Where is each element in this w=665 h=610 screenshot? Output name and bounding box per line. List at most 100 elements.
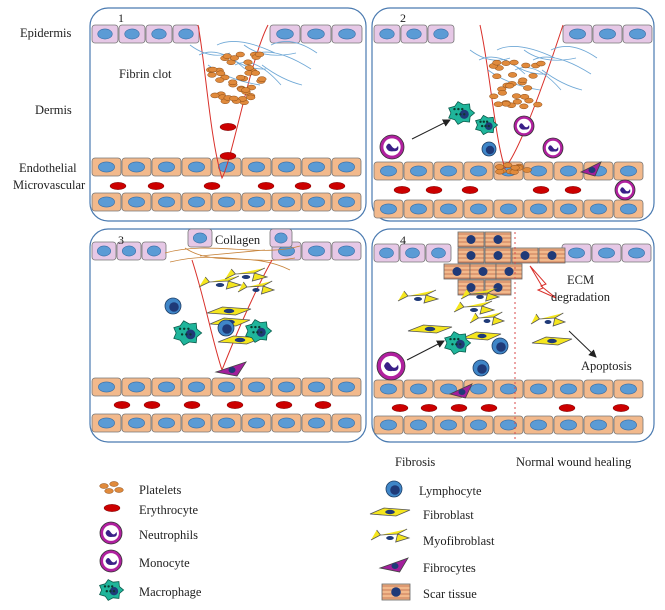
epidermis-cell [331,24,363,44]
myofibroblast [198,275,243,290]
lymphocyte [385,480,403,498]
platelet [495,164,505,170]
wound-edge [479,24,564,169]
platelet [229,95,239,102]
platelet [250,70,261,76]
epidermis-cell [591,243,622,263]
label-microvascular: Microvascular [13,178,86,192]
scar-tissue [469,263,497,280]
epidermis-cell [141,241,167,261]
endothelial-cell [271,413,302,433]
platelet [104,488,114,494]
lymphocyte [491,337,509,355]
epidermis-cell [301,241,332,261]
epidermis-cell [400,24,428,44]
panel-3-number: 3 [118,233,124,247]
legend-erythrocyte: Erythrocyte [139,503,199,517]
platelet [519,103,529,110]
endothelial-cell [91,157,122,177]
platelet [511,93,522,99]
platelet [244,65,254,71]
myofibroblast [453,300,496,315]
platelet [229,55,239,61]
panel-2-number: 2 [400,11,406,25]
epidermis-cell [399,243,426,263]
myofibroblast [224,267,269,282]
scar-tissue [538,247,566,264]
erythrocyte [113,401,131,409]
panel-4-frame [371,228,655,443]
label-dermis: Dermis [35,103,72,117]
platelet [503,162,513,168]
endothelial-cell [373,379,404,399]
epidermis-cell [91,24,119,44]
erythrocyte [103,504,121,512]
endothelial-cell [211,377,242,397]
endothelial-cell [433,161,464,181]
endothelial-cell [523,379,554,399]
epidermis-cell [269,228,293,248]
endothelial-cell [463,161,494,181]
degradation-bolt [529,265,557,299]
scar-tissue [457,231,485,248]
erythrocyte [183,401,201,409]
endothelial-cell [553,199,584,219]
platelet [255,51,265,58]
endothelial-cell [373,415,404,435]
platelet [533,101,543,108]
erythrocyte [219,123,237,131]
endothelial-cell [463,199,494,219]
endothelial-cell [493,199,524,219]
endothelial-cell [523,199,554,219]
platelet [510,164,520,171]
epidermis-cell [621,243,652,263]
scar-tissue [443,263,471,280]
endothelial-cell [271,377,302,397]
endothelial-cell [613,379,644,399]
epidermis-cell [187,228,213,248]
endothelial-cell [241,192,272,212]
erythrocyte [219,152,237,160]
platelet [528,73,538,79]
epidermis-cell [561,243,592,263]
erythrocyte [420,404,438,412]
platelet [493,101,503,107]
fibroblast [206,306,252,316]
fibrosis-label: Fibrosis [395,455,436,469]
endothelial-cell [121,377,152,397]
platelet [536,60,546,67]
myofibroblast [237,280,276,295]
endothelial-cell [301,413,332,433]
panel-2-frame [371,7,655,222]
endothelial-cell [553,415,584,435]
migration-arrow [406,340,445,361]
lymphocyte [481,141,497,157]
platelet [492,73,502,80]
platelet [210,92,220,99]
erythrocyte [275,401,293,409]
epidermis-cell [331,241,362,261]
panel-3-frame [89,228,367,443]
endothelial-cell [241,157,272,177]
platelet [501,101,511,107]
neutrophil [614,179,636,201]
legend-fibroblast: Fibroblast [423,508,474,522]
fibroblast [462,331,502,341]
endothelial-cell [523,415,554,435]
epidermis-cell [373,243,400,263]
neutrophil [513,115,535,137]
degradation-label: degradation [551,290,611,304]
endothelial-cell [583,199,614,219]
macrophage [99,579,125,601]
endothelial-cell [181,413,212,433]
platelet [243,59,253,66]
platelet [524,97,534,104]
endothelial-cell [91,377,122,397]
erythrocyte [558,404,576,412]
endothelial-cell [613,199,644,219]
endothelial-cell [211,192,242,212]
platelet [512,98,522,105]
platelet [216,70,226,77]
endothelial-cell [331,157,362,177]
endothelial-cell [613,415,644,435]
